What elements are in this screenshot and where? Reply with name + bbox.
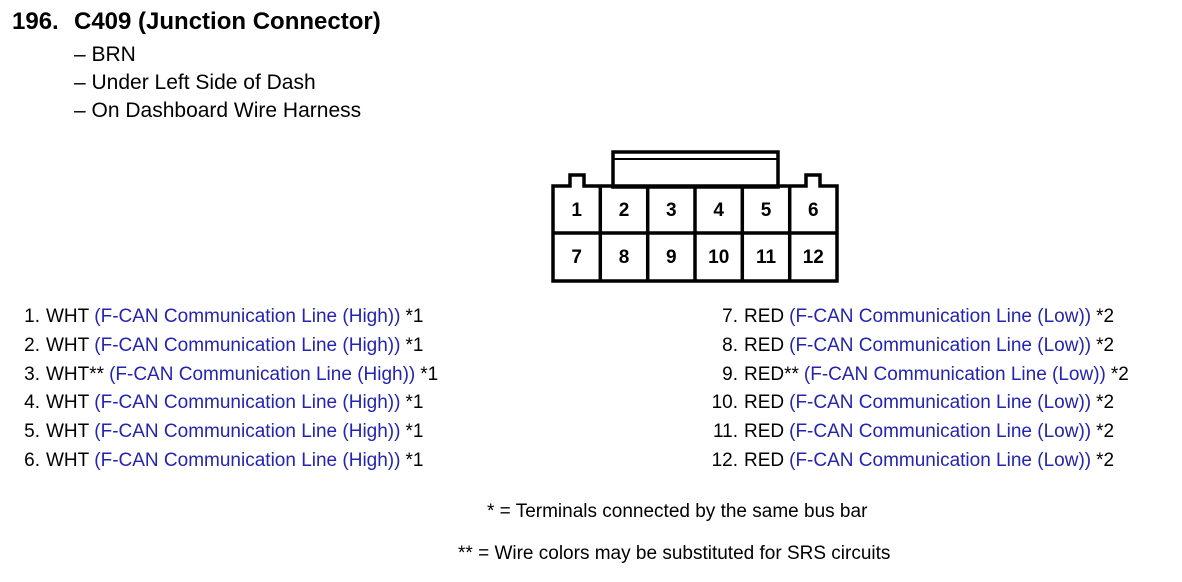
- bus-bar-mark: *1: [405, 392, 424, 414]
- cavity-10-label: 10: [708, 247, 729, 268]
- pin-list-high: 1.WHT(F-CAN Communication Line (High))*1…: [0, 303, 438, 476]
- connector-face-diagram: 1 2 3 4 5 6 7 8 9 10 11 12: [551, 150, 839, 283]
- circuit-description: (F-CAN Communication Line (High)): [109, 363, 416, 385]
- pin-number: 3.: [24, 363, 40, 385]
- circuit-description: (F-CAN Communication Line (Low)): [789, 334, 1092, 356]
- circuit-description: (F-CAN Communication Line (High)): [94, 449, 401, 471]
- wire-color: RED**: [744, 363, 799, 385]
- connector-name: C409 (Junction Connector): [74, 8, 381, 35]
- cavity-2-label: 2: [619, 200, 630, 221]
- pin-number: 10.: [711, 392, 738, 414]
- pin-number: 12.: [711, 449, 738, 471]
- connector-housing: [551, 150, 839, 283]
- pin-number: 8.: [722, 334, 738, 356]
- connector-body-outline: [551, 173, 839, 283]
- connector-lock-tab: [611, 150, 780, 189]
- circuit-description: (F-CAN Communication Line (High)): [94, 421, 401, 443]
- circuit-description: (F-CAN Communication Line (High)): [94, 334, 401, 356]
- wire-color: RED: [744, 421, 785, 443]
- cavity-3-label: 3: [666, 200, 677, 221]
- wire-color: WHT: [46, 449, 90, 471]
- pin-number: 1.: [24, 306, 40, 327]
- bus-bar-mark: *2: [1110, 363, 1129, 385]
- wire-color: WHT: [46, 306, 90, 327]
- pin-number: 4.: [24, 392, 40, 414]
- cavity-4-label: 4: [713, 200, 724, 221]
- pin-row: 7. RED(F-CAN Communication Line (Low))*2: [698, 303, 1129, 332]
- pin-row: 9. RED**(F-CAN Communication Line (Low))*…: [698, 361, 1129, 390]
- pin-number: 6.: [24, 449, 40, 471]
- wire-color: WHT**: [46, 363, 105, 385]
- pin-row: 8. RED(F-CAN Communication Line (Low))*2: [698, 332, 1129, 361]
- wire-color: RED: [744, 392, 785, 414]
- wire-color: WHT: [46, 334, 90, 356]
- cavity-9-label: 9: [666, 247, 677, 268]
- pin-row: 3. WHT**(F-CAN Communication Line (High))…: [0, 361, 438, 390]
- bus-bar-mark: *2: [1096, 392, 1115, 414]
- connector-title: 196. C409 (Junction Connector): [12, 8, 381, 36]
- pin-row: 6. WHT(F-CAN Communication Line (High))*1: [0, 447, 438, 476]
- bus-bar-mark: *1: [405, 421, 424, 443]
- cavity-5-label: 5: [761, 200, 772, 221]
- wire-color-footnote: ** = Wire colors may be substituted for …: [458, 543, 891, 564]
- pin-number: 9.: [722, 363, 738, 385]
- pin-row: 10. RED(F-CAN Communication Line (Low))*2: [698, 389, 1129, 418]
- cavity-8-label: 8: [619, 247, 630, 268]
- wire-color: WHT: [46, 421, 90, 443]
- bus-bar-mark: *2: [1096, 334, 1115, 356]
- cavity-6-label: 6: [808, 200, 819, 221]
- pin-list-low: 7.RED(F-CAN Communication Line (Low))*2 …: [698, 303, 1129, 476]
- bus-bar-mark: *1: [405, 449, 424, 471]
- connector-harness-detail: – On Dashboard Wire Harness: [74, 99, 362, 122]
- pin-row: 11. RED(F-CAN Communication Line (Low))*2: [698, 418, 1129, 447]
- wire-color: RED: [744, 449, 785, 471]
- connector-location-detail: – Under Left Side of Dash: [74, 71, 316, 94]
- bus-bar-mark: *1: [420, 363, 439, 385]
- cavity-1-label: 1: [571, 200, 582, 221]
- circuit-description: (F-CAN Communication Line (Low)): [789, 449, 1092, 471]
- cavity-12-label: 12: [803, 247, 824, 268]
- circuit-description: (F-CAN Communication Line (Low)): [789, 306, 1092, 327]
- bus-bar-footnote: * = Terminals connected by the same bus …: [487, 501, 868, 522]
- pin-number: 11.: [712, 421, 738, 443]
- wire-color: RED: [744, 334, 785, 356]
- wire-color: WHT: [46, 392, 90, 414]
- pin-row: 2. WHT(F-CAN Communication Line (High))*1: [0, 332, 438, 361]
- circuit-description: (F-CAN Communication Line (Low)): [803, 363, 1106, 385]
- pin-row: 5. WHT(F-CAN Communication Line (High))*1: [0, 418, 438, 447]
- wire-color: RED: [744, 306, 785, 327]
- circuit-description: (F-CAN Communication Line (Low)): [789, 421, 1092, 443]
- pin-row: 12. RED(F-CAN Communication Line (Low))*2: [698, 447, 1129, 476]
- pin-number: 5.: [24, 421, 40, 443]
- section-number: 196.: [12, 8, 59, 35]
- pin-number: 2.: [24, 334, 40, 356]
- circuit-description: (F-CAN Communication Line (Low)): [789, 392, 1092, 414]
- cavity-7-label: 7: [571, 247, 582, 268]
- bus-bar-mark: *2: [1096, 449, 1115, 471]
- cavity-11-label: 11: [756, 247, 777, 268]
- circuit-description: (F-CAN Communication Line (High)): [94, 392, 401, 414]
- bus-bar-mark: *2: [1096, 306, 1115, 327]
- pin-number: 7.: [722, 306, 738, 327]
- connector-color-detail: – BRN: [74, 43, 136, 66]
- bus-bar-mark: *1: [405, 306, 424, 327]
- circuit-description: (F-CAN Communication Line (High)): [94, 306, 401, 327]
- pin-row: 4. WHT(F-CAN Communication Line (High))*1: [0, 389, 438, 418]
- bus-bar-mark: *1: [405, 334, 424, 356]
- pin-row: 1. WHT(F-CAN Communication Line (High))*1: [0, 303, 438, 332]
- bus-bar-mark: *2: [1096, 421, 1115, 443]
